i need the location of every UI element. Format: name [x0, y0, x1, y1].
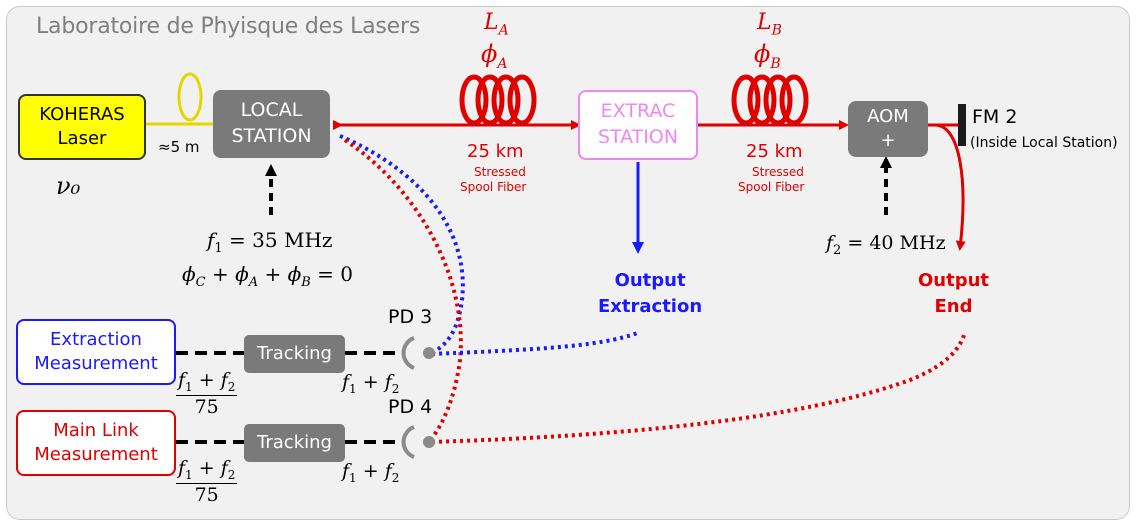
pd4-sum-label: f1 + f2: [342, 460, 400, 485]
extrac-station-line2: STATION: [597, 126, 679, 148]
local-station-line1: LOCAL: [240, 99, 303, 122]
spool-b-length-label: LB: [757, 10, 782, 39]
blue-dotted-local-to-pd3: [339, 134, 465, 356]
red-output-end-path: [928, 123, 966, 251]
extrac-station-line1: EXTRAC: [600, 100, 676, 123]
f1-equation: f1 = 35 MHz: [207, 228, 333, 256]
spool-a-coil-icon: [459, 74, 537, 126]
phase-equation: ϕC + ϕA + ϕB = 0: [182, 262, 353, 290]
extrac-station-box: EXTRAC STATION: [578, 90, 698, 160]
main-link-measurement-line2: Measurement: [34, 444, 158, 465]
tracking-box-main: Tracking: [244, 424, 345, 462]
local-station-line2: STATION: [231, 125, 312, 147]
spool-a-length-label: LA: [484, 10, 509, 39]
fm2-label: FM 2: [972, 106, 1018, 128]
fm2-note: (Inside Local Station): [970, 135, 1118, 151]
output-end-label: Output End: [918, 270, 990, 318]
extraction-fraction-divisor: 75: [194, 395, 219, 418]
extraction-fraction: f1 + f2 75: [176, 369, 238, 418]
pd4-photodiode-icon: [401, 425, 435, 459]
spool-b-distance: 25 km: [746, 141, 803, 162]
spool-a-distance: 25 km: [467, 141, 524, 162]
red-dotted-pd4-to-end: [431, 331, 967, 444]
blue-dotted-pd3-to-extraction: [431, 330, 641, 356]
aom-box: AOM +: [848, 101, 928, 157]
tracking-box-extraction: Tracking: [244, 335, 345, 373]
extraction-measurement-box: Extraction Measurement: [16, 319, 176, 385]
laser-line2: Laser: [57, 128, 107, 149]
main-fraction: f1 + f2 75: [176, 457, 238, 506]
extraction-measurement-line2: Measurement: [34, 353, 158, 374]
spool-b-type-line1: Stressed: [752, 165, 804, 179]
output-extraction-label: Output Extraction: [598, 270, 703, 318]
diagram-panel: [6, 6, 1130, 520]
extraction-measurement-line1: Extraction: [50, 328, 142, 350]
f2-equation: f2 = 40 MHz: [826, 232, 946, 258]
spool-a-type-line2: Spool Fiber: [460, 180, 527, 194]
spool-b-type-line2: Spool Fiber: [738, 180, 805, 194]
koheras-laser-box: KOHERAS Laser: [18, 94, 146, 160]
pd4-label: PD 4: [388, 396, 433, 418]
short-fiber-link: [146, 72, 216, 126]
spool-a-type-line1: Stressed: [474, 165, 526, 179]
pd3-photodiode-icon: [401, 336, 435, 370]
aom-line1: AOM: [867, 105, 909, 127]
pd3-sum-label: f1 + f2: [342, 371, 400, 396]
main-fraction-divisor: 75: [194, 483, 219, 506]
fm2-mirror-icon: [958, 104, 966, 146]
aom-line2: +: [880, 130, 896, 151]
laser-frequency-label: ν₀: [56, 172, 81, 200]
main-link-measurement-box: Main Link Measurement: [16, 410, 176, 476]
local-station-box: LOCAL STATION: [213, 90, 330, 158]
laser-line1: KOHERAS: [39, 103, 125, 125]
pd3-label: PD 3: [388, 306, 433, 328]
spool-b-phase-label: ϕB: [754, 40, 781, 72]
short-fiber-length-label: ≈5 m: [158, 138, 200, 156]
spool-b-coil-icon: [731, 74, 809, 126]
spool-a-phase-label: ϕA: [481, 40, 508, 72]
page-title: Laboratoire de Phyisque des Lasers: [36, 14, 421, 39]
main-link-measurement-line1: Main Link: [53, 419, 139, 441]
